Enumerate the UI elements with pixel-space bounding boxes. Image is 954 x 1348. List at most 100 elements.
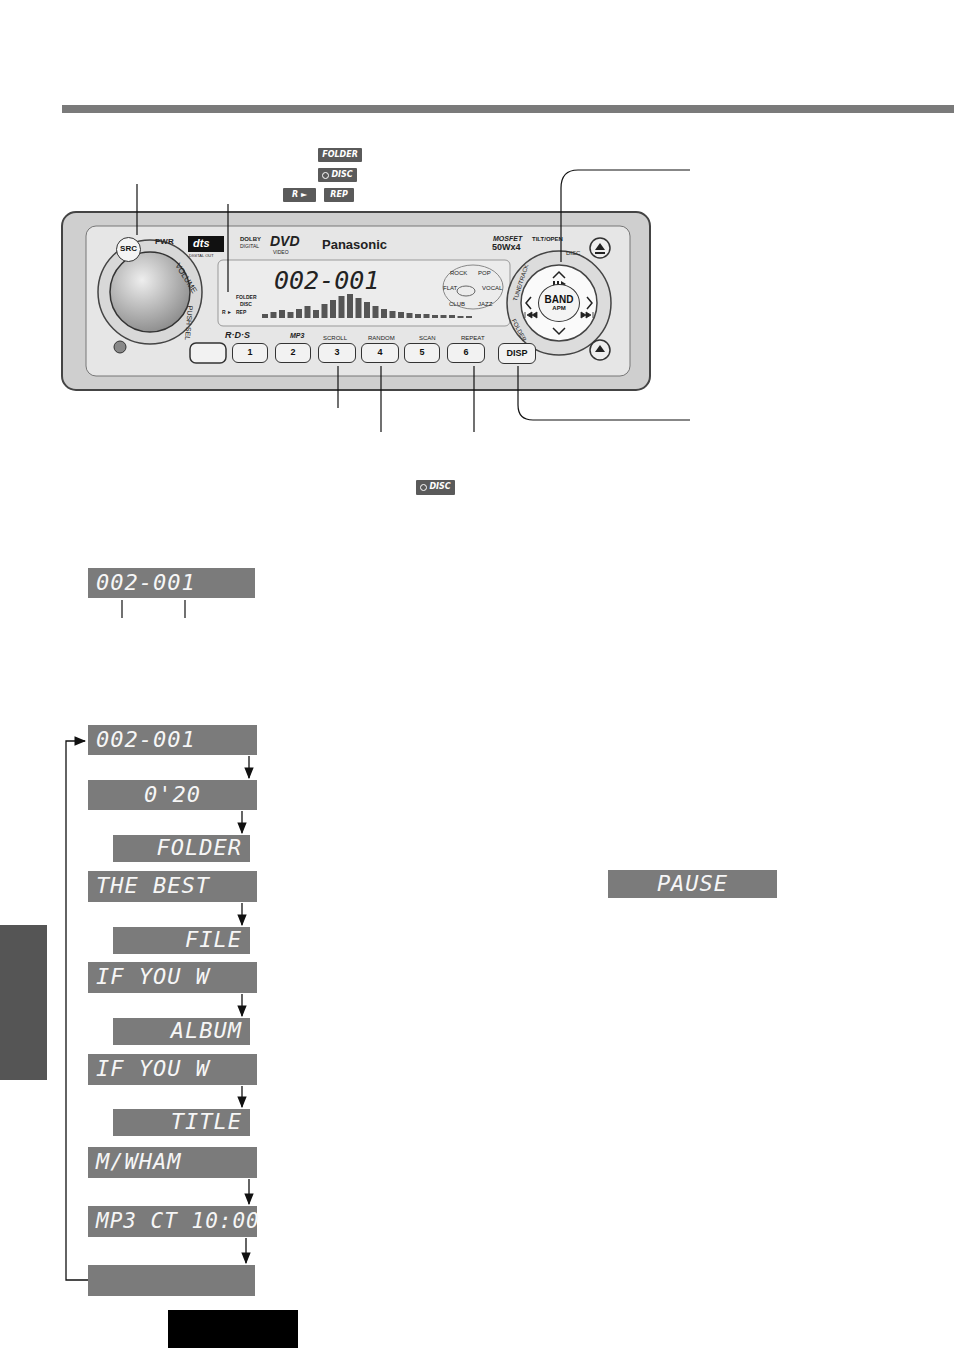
node-text: 5: [419, 348, 424, 358]
eject-button: [590, 238, 610, 258]
panel-label: TUNE/TRACK: [512, 264, 530, 302]
round-button: SRC: [116, 237, 141, 262]
push-button: 4: [361, 343, 399, 363]
push-button: 5: [404, 343, 440, 363]
spectrum-bar: [296, 309, 302, 318]
lcd-display: THE BEST: [88, 871, 257, 902]
indicator-badge: FOLDER: [318, 148, 362, 162]
panel-label: 50Wx4: [492, 243, 521, 252]
lcd-display: IF YOU W: [88, 962, 257, 993]
dts-logo-ground: [188, 236, 224, 252]
panel-label: DVD: [270, 234, 300, 248]
lcd-display: FOLDER: [113, 835, 250, 862]
spectrum-bar: [432, 315, 438, 318]
node-text: DISC: [429, 483, 450, 492]
pad-down: [553, 328, 565, 334]
sequence-arrow: [241, 903, 242, 925]
spectrum-bar: [279, 310, 285, 318]
side-tab: [0, 925, 47, 1080]
display-readout: 002-001: [272, 264, 424, 298]
leader-line: [473, 366, 474, 432]
spectrum-bar: [271, 312, 277, 318]
indicator-badge: DISC: [318, 168, 357, 182]
lcd-display: FILE: [113, 927, 250, 954]
push-button: DISP: [498, 343, 536, 364]
panel-label: PUSH SEL: [184, 305, 194, 340]
spectrum-bar: [262, 314, 268, 318]
panel-label: FOLDER: [511, 318, 528, 342]
sequence-arrow: [241, 811, 242, 833]
node-text: 6: [463, 348, 468, 358]
spectrum-bar: [288, 312, 294, 318]
node-text: 002-001: [96, 728, 249, 752]
eq-ring: [443, 265, 503, 309]
pad-ring: [507, 251, 611, 355]
push-button: 1: [232, 343, 268, 363]
panel-label: PWR: [155, 238, 174, 246]
spectrum-bar: [458, 316, 464, 318]
node-text: DISP: [506, 349, 527, 359]
node-text: 1: [247, 348, 252, 358]
prev-symbol: [525, 312, 537, 318]
small-button: [114, 341, 126, 353]
panel-label: JAZZ: [478, 301, 492, 307]
node-text: M/WHAM: [96, 1150, 249, 1174]
spectrum-bar: [466, 316, 472, 318]
spectrum-bar: [313, 310, 319, 318]
spectrum-bar: [415, 314, 421, 318]
header-bar: [62, 105, 954, 113]
spectrum-bar: [390, 311, 396, 318]
next-symbol: [581, 312, 593, 318]
spectrum-bars: [262, 294, 472, 318]
spectrum-bar: [330, 300, 336, 318]
lcd-display: M/WHAM: [88, 1147, 257, 1178]
spectrum-bar: [347, 294, 353, 318]
leader-line: [227, 204, 228, 292]
panel-label: FOLDER: [236, 295, 257, 300]
spectrum-bar: [364, 302, 370, 318]
lcd-display: PAUSE: [608, 870, 777, 898]
display-window: [218, 260, 510, 326]
node-text: 002-001: [274, 267, 422, 295]
panel-label: DIGITAL OUT: [189, 254, 214, 258]
panel-label: CLUB: [449, 301, 465, 307]
panel-label: DOLBY: [240, 236, 261, 242]
release-symbol: [595, 345, 605, 352]
loop-arrow: [66, 741, 88, 1280]
panel-label: VOCAL: [482, 285, 502, 291]
leader-line: [561, 170, 690, 262]
panel-label: POP: [478, 270, 491, 276]
panel-label: SCROLL: [323, 335, 347, 341]
release-button: [590, 340, 610, 360]
spectrum-bar: [398, 312, 404, 318]
knob-ring: [98, 240, 202, 344]
spectrum-bar: [373, 306, 379, 318]
spectrum-bar: [441, 315, 447, 318]
spectrum-bar: [407, 313, 413, 318]
node-text: FILE: [121, 928, 242, 952]
node-text: TITLE: [121, 1110, 242, 1134]
node-text: 4: [377, 348, 382, 358]
panel-label: RANDOM: [368, 335, 395, 341]
blank-button: [190, 343, 226, 363]
disc-ring: [420, 484, 427, 491]
faceplate-panel: [86, 226, 630, 376]
lcd-display: 0'20: [88, 780, 257, 810]
node-text: BAND: [545, 294, 574, 305]
push-button: 3: [318, 343, 356, 363]
node-text: PAUSE: [616, 872, 769, 896]
spectrum-bar: [381, 309, 387, 318]
panel-label: FLAT: [443, 285, 457, 291]
push-button: 2: [275, 343, 311, 363]
leader-line: [184, 600, 185, 618]
indicator-badge: R ►: [283, 188, 316, 202]
pad-inner: [521, 265, 597, 341]
spectrum-bar: [322, 304, 328, 318]
node-text: REP: [330, 191, 348, 200]
node-text: SRC: [120, 245, 137, 254]
pad-right: [587, 297, 592, 309]
indicator-badge: REP: [324, 188, 354, 202]
